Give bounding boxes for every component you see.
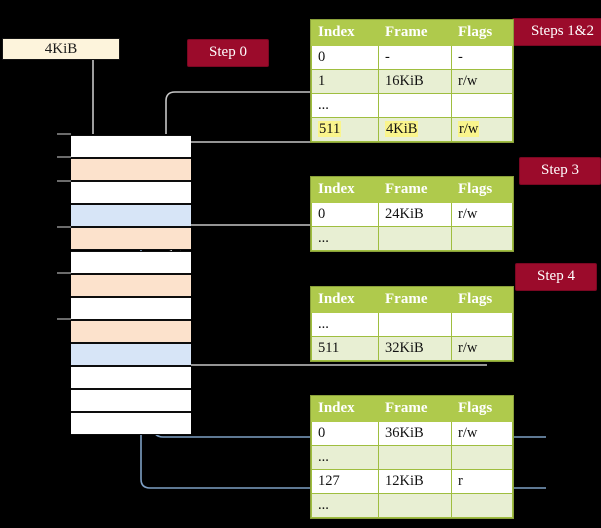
- page-table-level-2: Index Frame Flags 0 24KiB r/w ...: [311, 177, 513, 251]
- cell-index: 511: [311, 336, 379, 361]
- memory-row: [71, 342, 191, 366]
- cell-frame: 16KiB: [378, 69, 452, 94]
- column-header-frame: Frame: [378, 177, 452, 203]
- table-row: 0 24KiB r/w: [311, 202, 513, 227]
- physical-memory-column: [70, 134, 191, 436]
- cell-index: 0: [311, 202, 379, 227]
- cell-flags: [451, 226, 513, 251]
- cell-index: 127: [311, 469, 379, 494]
- cell-flags: r/w: [451, 202, 513, 227]
- table-header-row: Index Frame Flags: [311, 287, 513, 313]
- cell-frame: [378, 93, 452, 118]
- cell-index: ...: [311, 493, 379, 518]
- badge-step-0: Step 0: [188, 40, 268, 66]
- cell-flags: -: [451, 45, 513, 70]
- column-header-index: Index: [311, 177, 379, 203]
- memory-tick: [57, 272, 71, 274]
- table-row: 0 36KiB r/w: [311, 421, 513, 446]
- cell-frame: 32KiB: [378, 336, 452, 361]
- badge-label: Step 0: [209, 44, 247, 60]
- table-row: 127 12KiB r: [311, 469, 513, 494]
- cell-index: ...: [311, 226, 379, 251]
- cell-index: 1: [311, 69, 379, 94]
- cell-flags: [451, 493, 513, 518]
- cell-frame: 36KiB: [378, 421, 452, 446]
- cell-flags: r/w: [451, 117, 513, 142]
- memory-tick: [57, 156, 71, 158]
- badge-step-4: Step 4: [516, 264, 596, 290]
- memory-row: [71, 158, 191, 182]
- table-row: 511 32KiB r/w: [311, 336, 513, 361]
- cell-index: 0: [311, 45, 379, 70]
- memory-row: [71, 296, 191, 320]
- memory-row: [71, 389, 191, 413]
- cell-frame: [378, 493, 452, 518]
- table-row: ...: [311, 493, 513, 518]
- cell-flags: [451, 445, 513, 470]
- cell-flags: r: [451, 469, 513, 494]
- memory-row: [71, 135, 191, 159]
- column-header-index: Index: [311, 20, 379, 46]
- cell-flags: [451, 93, 513, 118]
- wire-steps12-511: [174, 141, 487, 156]
- memory-tick: [57, 133, 71, 135]
- cell-index: 511: [311, 117, 379, 142]
- cell-flags: r/w: [451, 421, 513, 446]
- memory-row: [71, 181, 191, 205]
- cell-index: 0: [311, 421, 379, 446]
- cell-flags: r/w: [451, 69, 513, 94]
- memory-row: [71, 250, 191, 274]
- badge-steps-1-2: Steps 1&2: [513, 19, 601, 45]
- badge-step-3: Step 3: [520, 158, 600, 184]
- memory-row: [71, 366, 191, 390]
- page-table-level-1: Index Frame Flags 0 - - 1 16KiB r/w ...: [311, 20, 513, 142]
- column-header-flags: Flags: [451, 20, 513, 46]
- cell-frame: [378, 445, 452, 470]
- table-header-row: Index Frame Flags: [311, 177, 513, 203]
- table-row: ...: [311, 226, 513, 251]
- column-header-index: Index: [311, 396, 379, 422]
- virtual-address-label: 4KiB: [44, 40, 78, 57]
- table-row-highlighted: 511 4KiB r/w: [311, 117, 513, 142]
- cell-flags: [451, 312, 513, 337]
- cell-frame: 4KiB: [378, 117, 452, 142]
- cell-index: ...: [311, 312, 379, 337]
- virtual-address-box: 4KiB: [2, 38, 120, 60]
- cell-frame: -: [378, 45, 452, 70]
- cell-frame: [378, 312, 452, 337]
- memory-tick: [57, 318, 71, 320]
- memory-row: [71, 227, 191, 251]
- column-header-frame: Frame: [378, 396, 452, 422]
- cell-frame: 12KiB: [378, 469, 452, 494]
- badge-label: Step 3: [541, 162, 579, 178]
- memory-row: [71, 319, 191, 343]
- table-header-row: Index Frame Flags: [311, 20, 513, 46]
- memory-row: [71, 412, 191, 436]
- cell-frame: [378, 226, 452, 251]
- cell-index: ...: [311, 445, 379, 470]
- table-row: ...: [311, 312, 513, 337]
- memory-tick: [57, 180, 71, 182]
- column-header-index: Index: [311, 287, 379, 313]
- column-header-flags: Flags: [451, 287, 513, 313]
- page-table-level-4: Index Frame Flags 0 36KiB r/w ... 127 12…: [311, 396, 513, 518]
- memory-row: [71, 273, 191, 297]
- column-header-flags: Flags: [451, 396, 513, 422]
- cell-flags: r/w: [451, 336, 513, 361]
- table-row: ...: [311, 445, 513, 470]
- memory-tick: [57, 226, 71, 228]
- column-header-frame: Frame: [378, 287, 452, 313]
- badge-label: Step 4: [537, 268, 575, 284]
- table-header-row: Index Frame Flags: [311, 396, 513, 422]
- memory-row: [71, 204, 191, 228]
- badge-label: Steps 1&2: [531, 23, 594, 39]
- table-row: ...: [311, 93, 513, 118]
- column-header-flags: Flags: [451, 177, 513, 203]
- cell-index: ...: [311, 93, 379, 118]
- cell-frame: 24KiB: [378, 202, 452, 227]
- column-header-frame: Frame: [378, 20, 452, 46]
- table-row: 0 - -: [311, 45, 513, 70]
- table-row: 1 16KiB r/w: [311, 69, 513, 94]
- page-table-level-3: Index Frame Flags ... 511 32KiB r/w: [311, 287, 513, 361]
